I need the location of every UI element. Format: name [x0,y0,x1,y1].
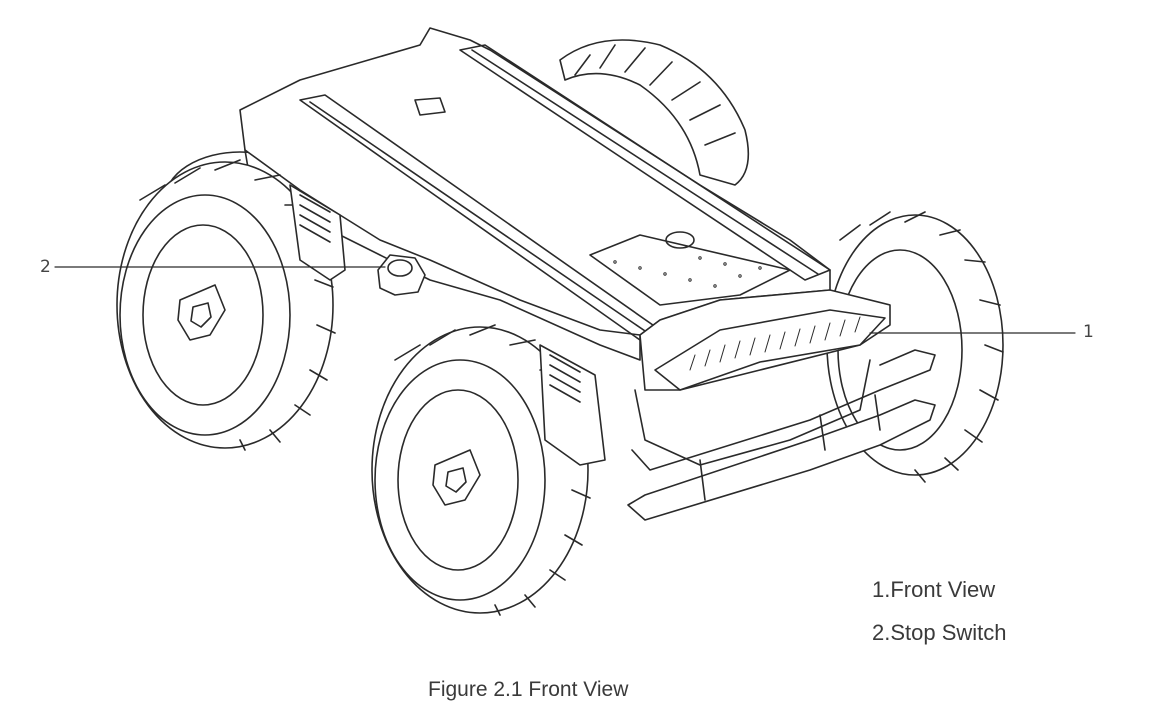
figure-caption: Figure 2.1 Front View [428,678,629,701]
left-suspension [289,184,606,466]
rear-right-wheel [559,39,750,186]
stop-switch [377,254,426,296]
mount-holes [613,256,762,288]
callout-2-number: 2 [40,257,51,277]
rear-left-wheel-front [116,159,336,451]
callout-1-number: 1 [1083,322,1094,342]
legend-item-stop-switch: 2.Stop Switch [872,620,1007,645]
front-bumper [627,349,936,521]
legend-item-front-view: 1.Front View [872,577,996,602]
front-panel-grille [654,309,886,391]
